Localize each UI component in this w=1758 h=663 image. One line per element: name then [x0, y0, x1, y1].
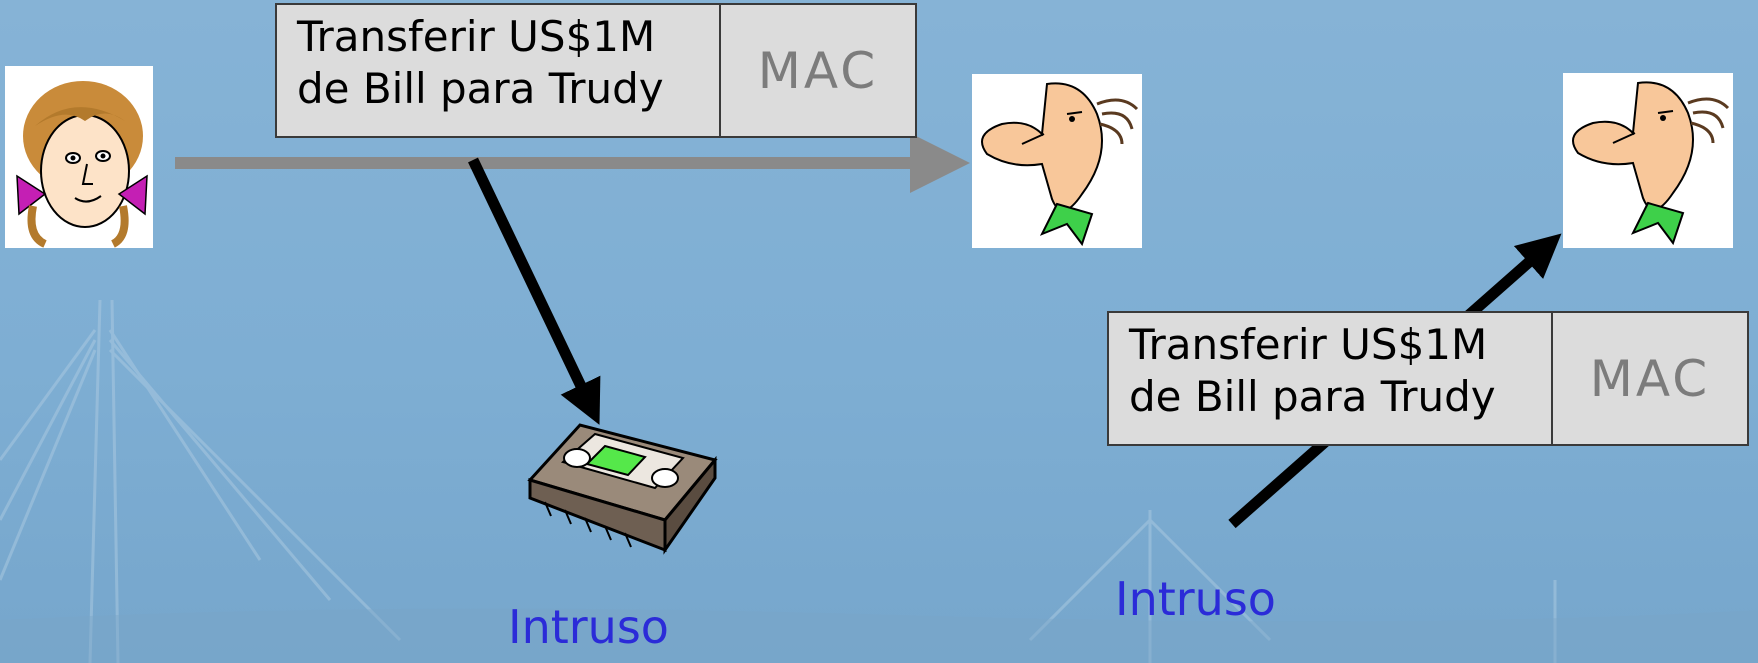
bob-icon: [972, 74, 1142, 248]
bob-icon-right: [1563, 73, 1733, 248]
cassette-recorder-icon: [525, 420, 720, 555]
message-box-left: Transferir US$1M de Bill para Trudy MAC: [275, 3, 917, 138]
message-line-2: de Bill para Trudy: [297, 64, 664, 113]
message-text-right: Transferir US$1M de Bill para Trudy: [1109, 313, 1553, 444]
alice-icon: [5, 66, 153, 248]
message-line-1: Transferir US$1M: [297, 12, 656, 61]
message-text: Transferir US$1M de Bill para Trudy: [277, 5, 721, 136]
intercept-arrow: [468, 157, 601, 425]
intruder-label-right: Intruso: [1115, 572, 1276, 626]
mac-label: MAC: [757, 41, 879, 100]
mac-label-right: MAC: [1589, 349, 1711, 408]
message-line-2-right: de Bill para Trudy: [1129, 372, 1496, 421]
message-box-right: Transferir US$1M de Bill para Trudy MAC: [1107, 311, 1749, 446]
intruder-label-left: Intruso: [508, 600, 669, 654]
message-line-1-right: Transferir US$1M: [1129, 320, 1488, 369]
